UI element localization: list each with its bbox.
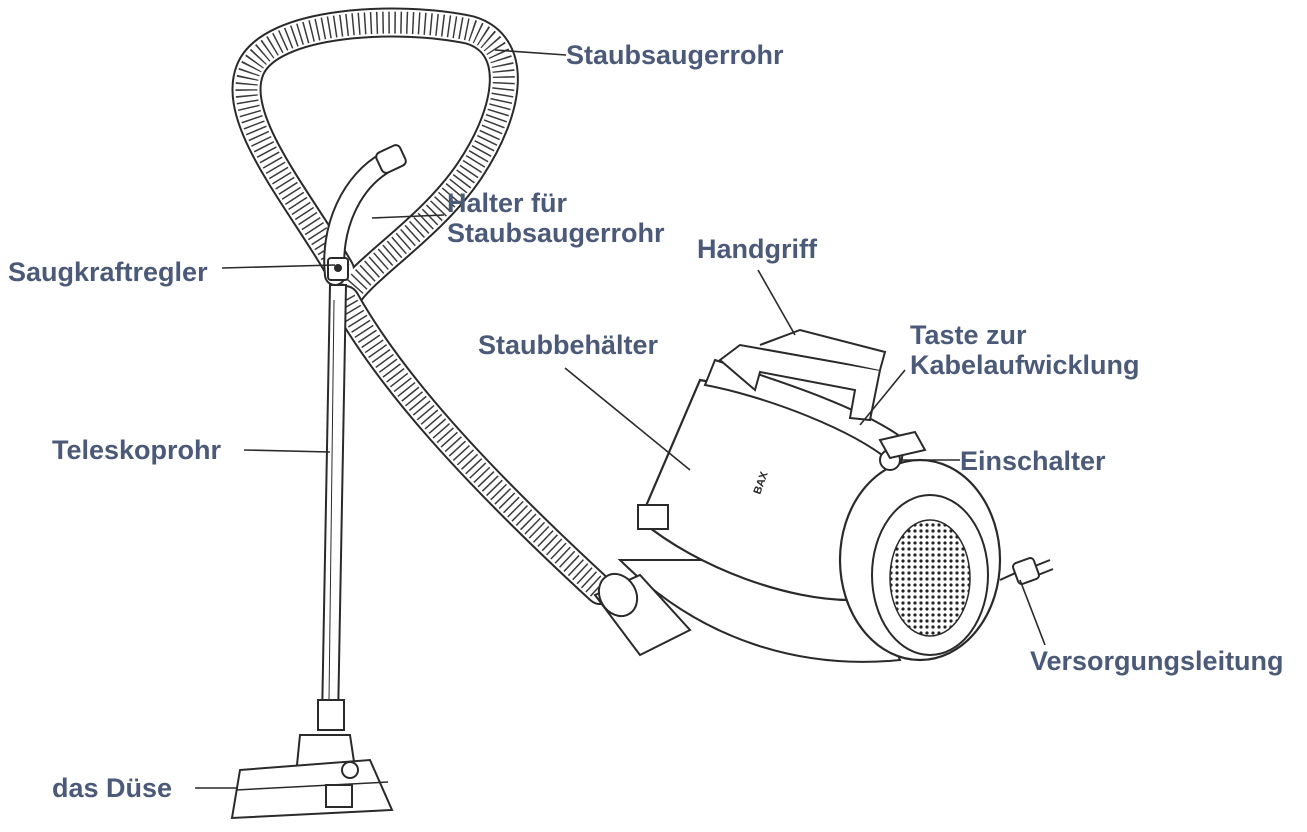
label-hose-holder-line2: Staubsaugerrohr	[447, 218, 665, 248]
label-hose-holder-line1: Halter für	[447, 188, 568, 218]
leader-dust-container	[564, 367, 691, 471]
label-cord-rewind-line2: Kabelaufwicklung	[910, 350, 1140, 380]
leader-hose	[494, 49, 567, 56]
curved-wand	[323, 144, 407, 286]
label-power-cord: Versorgungsleitung	[1030, 646, 1284, 676]
label-cord-rewind: Taste zur Kabelaufwicklung	[910, 320, 1140, 380]
label-cord-rewind-line1: Taste zur	[910, 320, 1027, 350]
label-suction-regulator: Saugkraftregler	[8, 257, 208, 287]
label-handle: Handgriff	[697, 234, 817, 264]
label-hose: Staubsaugerrohr	[566, 40, 784, 70]
label-nozzle: das Düse	[52, 773, 173, 803]
leader-power-cord	[1019, 579, 1046, 646]
label-telescopic-tube: Teleskoprohr	[52, 435, 222, 465]
label-dust-container: Staubbehälter	[478, 330, 659, 360]
leader-lines	[195, 49, 1046, 789]
leader-suction-regulator	[221, 264, 336, 269]
label-hose-holder: Halter für Staubsaugerrohr	[447, 188, 665, 248]
vacuum-body	[593, 328, 1054, 663]
leader-cord-rewind	[859, 369, 906, 426]
telescopic-tube	[317, 284, 348, 731]
hose	[231, 7, 615, 605]
leader-telescopic	[243, 449, 331, 453]
label-power-switch: Einschalter	[960, 446, 1106, 476]
floor-nozzle	[230, 734, 394, 820]
leader-handle	[757, 269, 796, 336]
leader-hose-holder	[371, 214, 445, 219]
